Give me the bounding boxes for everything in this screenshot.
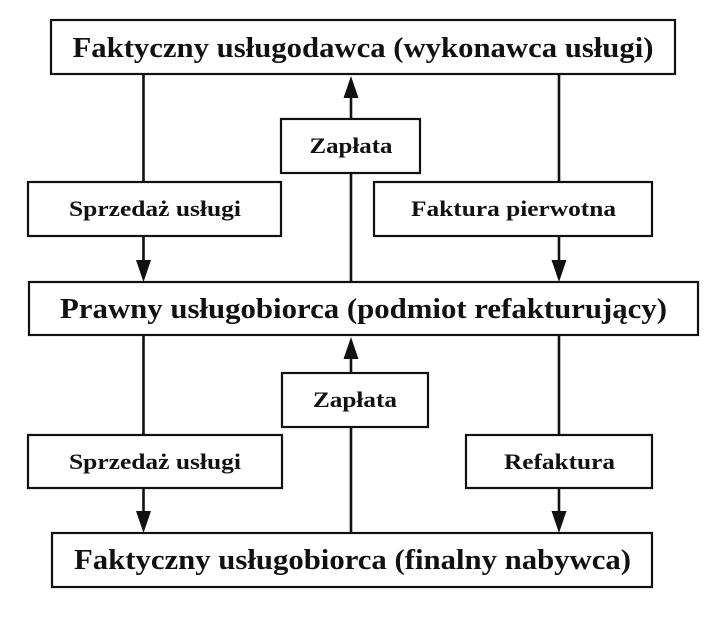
edge-sale-2-label: Sprzedaż usługi (69, 449, 241, 474)
edge-payment-1-label: Zapłata (310, 133, 393, 158)
invoice-2-arrowhead (551, 511, 567, 533)
node-final-recipient: Faktyczny usługobiorca (finalny nabywca) (50, 531, 654, 589)
edge-sale-1-label: Sprzedaż usługi (69, 196, 241, 221)
sale-1-arrowhead (136, 260, 151, 282)
edge-invoice-2-label: Refaktura (504, 449, 615, 474)
payment-1-arrowhead (343, 76, 359, 98)
edge-payment-1: Zapłata (279, 117, 422, 175)
connectors (136, 74, 567, 533)
node-legal-recipient: Prawny usługobiorca (podmiot refakturują… (27, 280, 700, 337)
edge-payment-2-label: Zapłata (313, 387, 397, 412)
edge-sale-2: Sprzedaż usługi (26, 433, 284, 490)
edge-invoice-1-label: Faktura pierwotna (411, 196, 616, 221)
sale-2-arrowhead (136, 511, 151, 533)
edge-sale-1: Sprzedaż usługi (26, 180, 283, 238)
edge-invoice-2: Refaktura (464, 433, 654, 490)
node-provider: Faktyczny usługodawca (wykonawca usługi) (49, 18, 677, 76)
node-provider-label: Faktyczny usługodawca (wykonawca usługi) (73, 32, 654, 64)
payment-2-arrowhead (343, 337, 359, 359)
invoice-1-arrowhead (551, 260, 567, 282)
edge-payment-2: Zapłata (280, 371, 430, 429)
node-final-recipient-label: Faktyczny usługobiorca (finalny nabywca) (74, 544, 631, 576)
node-legal-recipient-label: Prawny usługobiorca (podmiot refakturują… (60, 293, 667, 325)
edge-invoice-1: Faktura pierwotna (372, 180, 654, 238)
